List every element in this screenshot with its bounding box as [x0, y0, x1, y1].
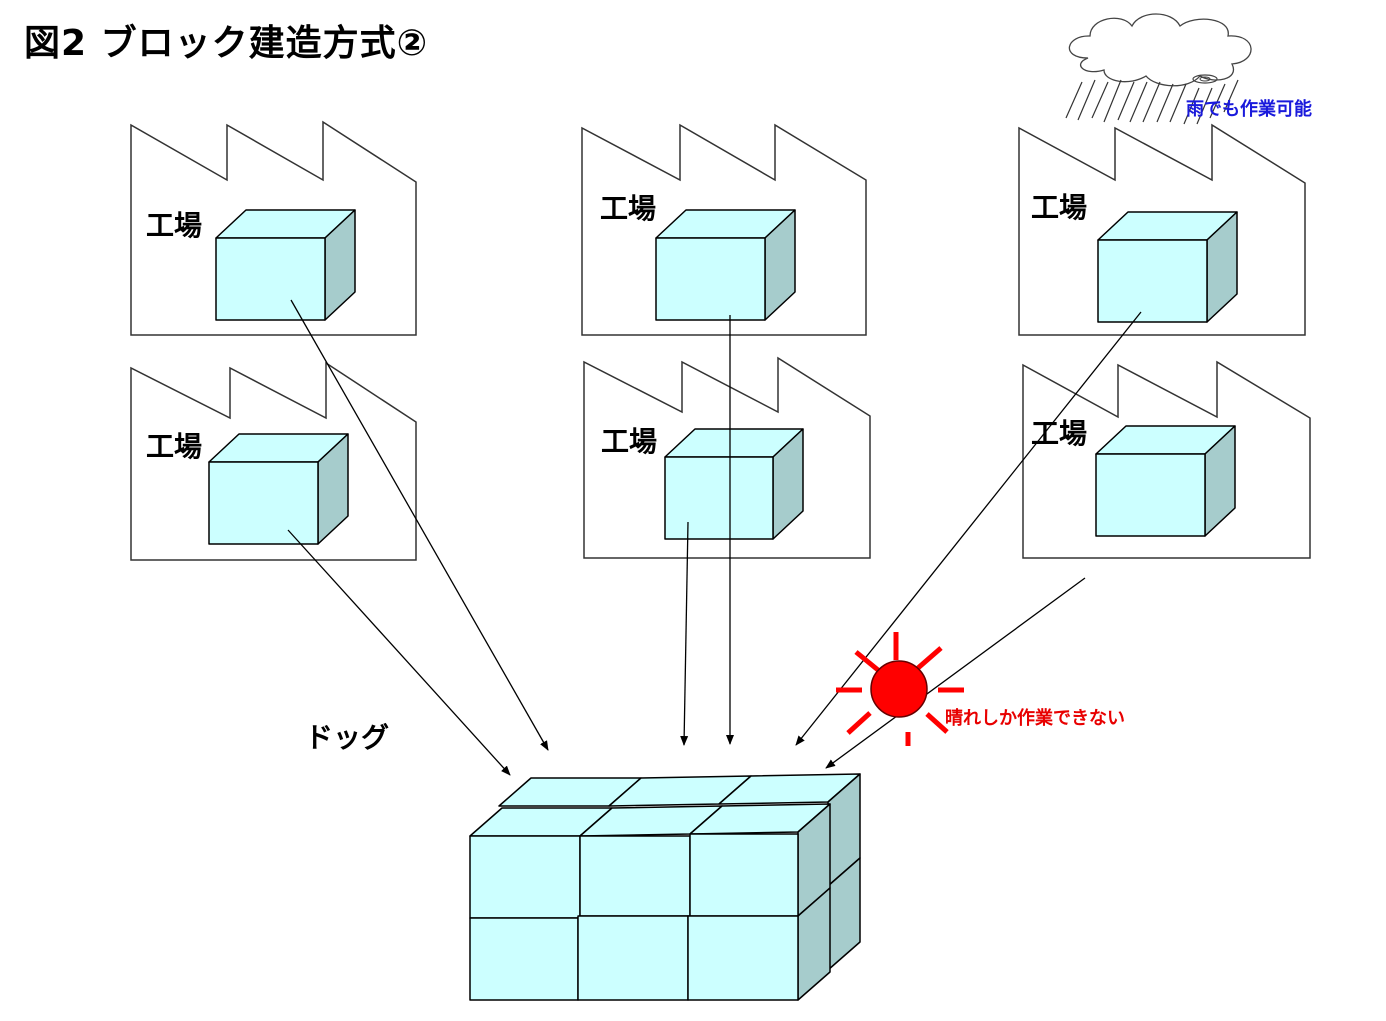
arrow-icon — [795, 311, 1142, 746]
factory-icon — [1018, 123, 1306, 336]
block-cube — [1097, 211, 1238, 323]
factory-label: 工場 — [146, 209, 203, 242]
dock-label: ドッグ — [305, 721, 390, 754]
factory-label: 工場 — [146, 430, 203, 463]
block-cube — [1095, 425, 1236, 537]
factory-icon — [130, 120, 417, 336]
factory-label: 工場 — [600, 192, 657, 225]
arrow-icon — [680, 521, 689, 746]
cloud-icon — [1068, 13, 1252, 87]
factory-icon — [583, 356, 871, 559]
arrow-icon — [825, 577, 1086, 769]
rain-note: 雨でも作業可能 — [1186, 99, 1312, 120]
sun-icon — [836, 632, 964, 746]
block-cube — [655, 209, 796, 321]
factory-icon — [130, 361, 417, 561]
factory-label: 工場 — [601, 425, 658, 458]
factory-icon — [1022, 360, 1311, 559]
factory-label: 工場 — [1031, 191, 1088, 224]
arrow-icon — [290, 299, 549, 751]
sun-note: 晴れしか作業できない — [945, 708, 1125, 729]
factory-icon — [581, 123, 867, 336]
block-cube — [664, 428, 804, 540]
factory-label: 工場 — [1031, 417, 1088, 450]
block-cube — [215, 209, 356, 321]
dock-block-assembly — [469, 773, 861, 1001]
figure-title: 図2 ブロック建造方式② — [24, 23, 429, 64]
arrow-icon — [287, 529, 511, 776]
rain-icon — [1065, 79, 1239, 125]
block-cube — [208, 433, 349, 545]
